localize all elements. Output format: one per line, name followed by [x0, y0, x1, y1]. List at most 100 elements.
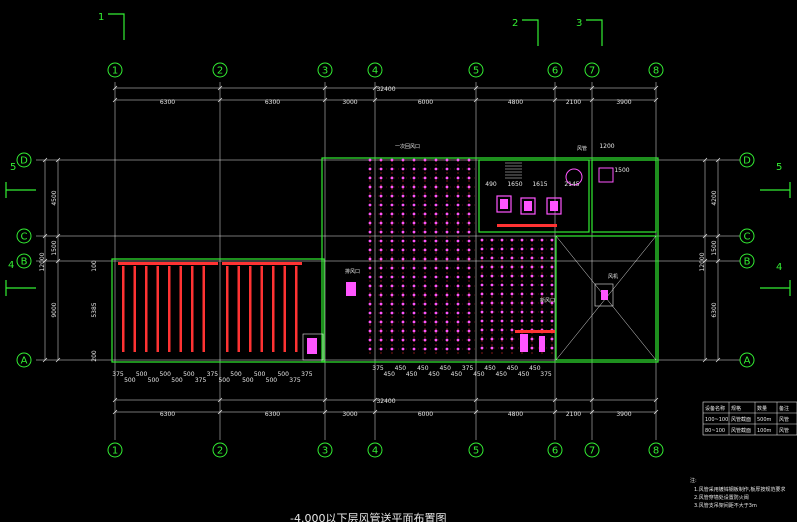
row-dimension-right: 12000 — [699, 252, 706, 271]
dimension-tick — [322, 397, 328, 403]
legend-cell: 风管截面 — [731, 416, 751, 423]
diffuser — [412, 203, 416, 207]
dimension-tick — [55, 258, 61, 264]
duct-run — [145, 266, 148, 352]
diffuser — [510, 346, 514, 350]
diffuser — [390, 158, 394, 162]
diffuser — [390, 230, 394, 234]
diffuser — [423, 302, 427, 306]
diffuser — [490, 337, 494, 341]
diffuser — [500, 247, 504, 251]
return-unit — [520, 334, 528, 352]
air-handler-unit — [496, 195, 512, 213]
diffuser — [520, 301, 524, 305]
diffuser — [434, 302, 438, 306]
row-dimension-left: 100 — [91, 260, 98, 272]
note-line: 1.风管采用镀锌钢板制作,板厚按规范要求 — [694, 486, 785, 493]
diffuser — [412, 311, 416, 315]
duct-header — [222, 262, 302, 265]
spacing-dimension: 375 — [301, 371, 313, 378]
diffuser-grid — [368, 158, 554, 355]
bay-dimension-top: 3900 — [616, 99, 631, 106]
diffuser — [520, 274, 524, 278]
legend-header: 数量 — [757, 405, 767, 412]
diffuser — [401, 221, 405, 225]
diffuser — [390, 329, 394, 333]
diffuser — [467, 293, 471, 297]
axis-bubble — [739, 253, 755, 269]
dimension-tick — [55, 157, 61, 163]
diffuser — [510, 283, 514, 287]
legend-cell: 风管 — [779, 427, 789, 434]
diffuser — [456, 284, 460, 288]
diffuser — [540, 256, 544, 260]
diffuser — [550, 256, 554, 260]
duct-runs — [118, 224, 557, 352]
dimension-tick — [653, 85, 659, 91]
diffuser — [456, 194, 460, 198]
diffuser — [490, 256, 494, 260]
diffuser — [368, 338, 372, 342]
diffuser — [445, 230, 449, 234]
spacing-dimension: 375 — [540, 371, 552, 378]
diffuser — [379, 302, 383, 306]
diffuser — [480, 328, 484, 332]
dimension-tick — [372, 97, 378, 103]
dimension-tick — [42, 258, 48, 264]
diffuser — [379, 275, 383, 279]
bay-dimension-top: 6300 — [160, 99, 175, 106]
diffuser — [423, 329, 427, 333]
room-dimension: 2145 — [564, 181, 579, 188]
room-dimension: 1650 — [507, 181, 522, 188]
axis-bubble — [317, 442, 333, 458]
spacing-dimension: 450 — [495, 371, 507, 378]
diffuser — [423, 248, 427, 252]
dimension-tick — [322, 85, 328, 91]
diffuser — [467, 275, 471, 279]
axis-bubble — [317, 62, 333, 78]
dimension-tick — [112, 85, 118, 91]
diffuser — [379, 257, 383, 261]
dimension-tick — [372, 397, 378, 403]
section-mark-line — [760, 280, 791, 296]
diffuser — [412, 176, 416, 180]
diffuser — [412, 320, 416, 324]
note-line: 3.风管支吊架间距不大于3m — [694, 502, 757, 509]
axis-bubble — [107, 442, 123, 458]
diffuser — [423, 203, 427, 207]
row-dimension-right: 4200 — [711, 190, 718, 205]
duct-run — [283, 266, 286, 352]
diffuser — [520, 238, 524, 242]
dimension-tick — [702, 157, 708, 163]
diffuser — [445, 293, 449, 297]
dimension-tick — [55, 233, 61, 239]
row-dimension-left: 200 — [91, 350, 98, 362]
diffuser — [379, 320, 383, 324]
diffuser — [530, 256, 534, 260]
diffuser — [490, 238, 494, 242]
diffuser — [445, 338, 449, 342]
diffuser — [434, 257, 438, 261]
fresh-air-unit — [346, 282, 356, 296]
diffuser — [412, 275, 416, 279]
dimension-tick — [42, 157, 48, 163]
duct-run — [226, 266, 229, 352]
diffuser — [423, 158, 427, 162]
diffuser — [490, 310, 494, 314]
spacing-dimension: 450 — [395, 365, 407, 372]
diffuser — [390, 275, 394, 279]
diffuser — [434, 248, 438, 252]
diffuser — [490, 319, 494, 323]
diffuser — [412, 212, 416, 216]
diffuser — [467, 302, 471, 306]
diffuser — [445, 257, 449, 261]
diffuser — [434, 239, 438, 243]
diffuser — [480, 247, 484, 251]
spacing-dimension: 500 — [171, 377, 183, 384]
diffuser — [379, 248, 383, 252]
air-handler-unit — [520, 197, 536, 215]
axis-bubble — [16, 152, 32, 168]
axis-label: 7 — [589, 66, 595, 77]
